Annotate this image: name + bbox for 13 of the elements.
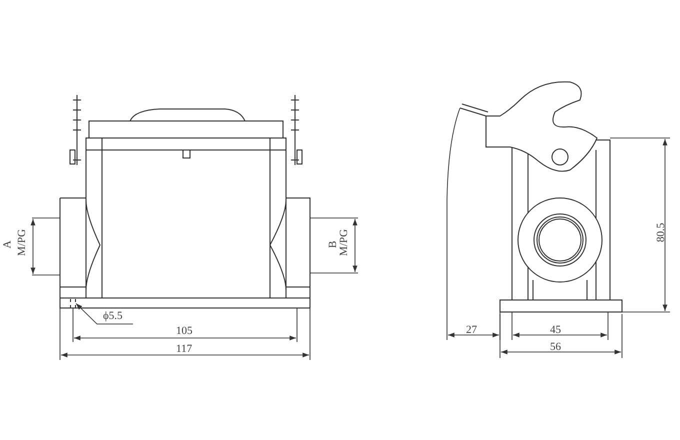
dimension-text: 45 bbox=[550, 324, 561, 337]
dimension-text: 56 bbox=[550, 341, 561, 354]
dimension-text: 105 bbox=[176, 325, 192, 338]
dimension-text: 80.5 bbox=[655, 222, 668, 242]
dimension-text: M/PG bbox=[338, 229, 351, 256]
dimension-text: M/PG bbox=[16, 229, 29, 256]
dimension-text: B bbox=[327, 240, 340, 248]
dimension-text: 27 bbox=[466, 324, 477, 337]
leader-line bbox=[76, 303, 134, 324]
hole-diameter-label: ϕ5.5 bbox=[103, 310, 123, 323]
dimension-text: A bbox=[1, 240, 14, 248]
dimension-text: 117 bbox=[176, 343, 192, 356]
mounting-hole bbox=[70, 299, 76, 308]
